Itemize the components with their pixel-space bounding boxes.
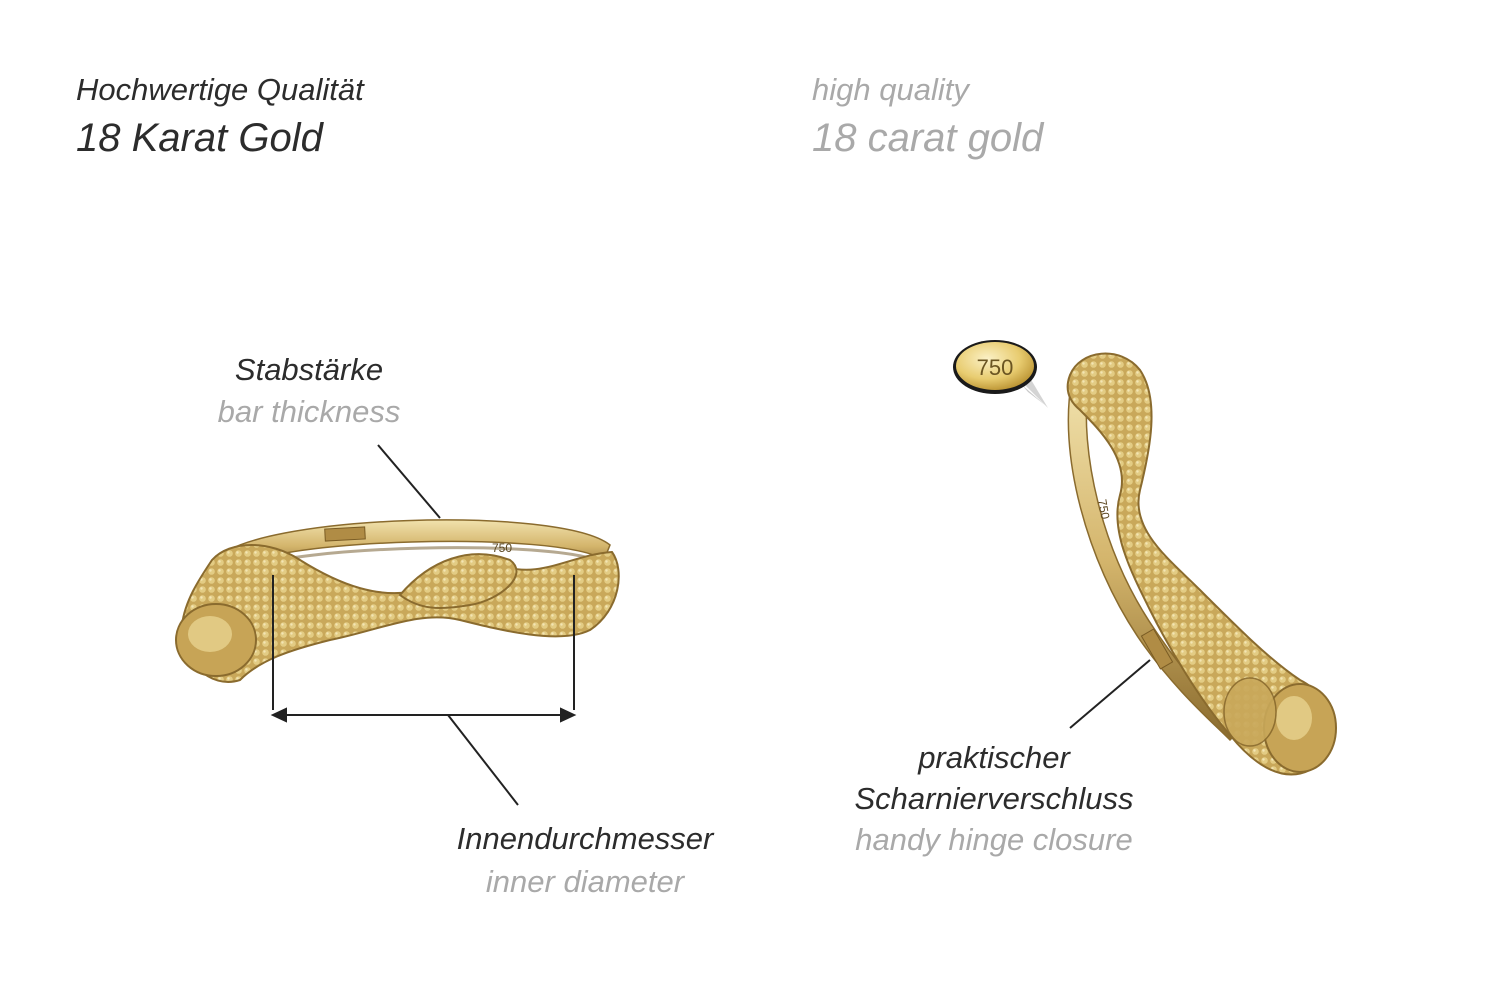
ring-side-view: 750: [1066, 352, 1337, 776]
hallmark-badge: 750: [953, 340, 1048, 408]
ring-side-stamp: 750: [1095, 498, 1112, 520]
label-hinge-de-line2: Scharnierverschluss: [854, 781, 1134, 816]
label-hinge-en: handy hinge closure: [855, 822, 1133, 857]
label-inner-diameter-en: inner diameter: [485, 864, 685, 899]
ring-front-stamp: 750: [492, 541, 512, 555]
label-bar-thickness-en: bar thickness: [217, 394, 401, 429]
label-hinge-de-line1: praktischer: [918, 740, 1070, 775]
badge-750-text: 750: [977, 355, 1014, 380]
heading-gold-en: 18 carat gold: [812, 116, 1044, 160]
heading-gold-de: 18 Karat Gold: [76, 116, 323, 160]
label-bar-thickness-de: Stabstärke: [234, 352, 384, 387]
heading-quality-en: high quality: [812, 72, 969, 107]
heading-quality-de: Hochwertige Qualität: [76, 72, 364, 107]
ring-front-view: 750: [175, 519, 620, 683]
hinge-pointer: [1069, 659, 1151, 729]
inner-diameter-marker: [270, 575, 577, 806]
label-inner-diameter-de: Innendurchmesser: [456, 821, 714, 856]
bar-thickness-pointer: [377, 444, 441, 519]
